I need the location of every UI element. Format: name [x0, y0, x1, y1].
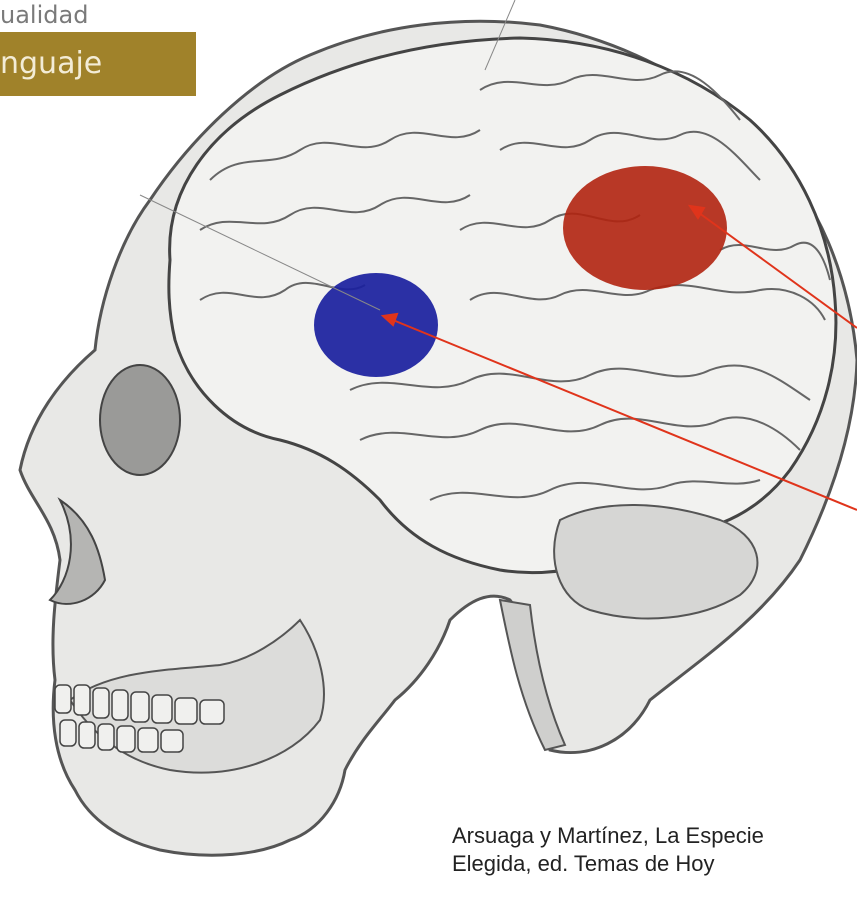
slide-title: nguaje: [0, 44, 102, 84]
wernicke-area: [563, 166, 727, 290]
credit-line-2: Elegida, ed. Temas de Hoy: [452, 850, 764, 878]
credit-line-1: Arsuaga y Martínez, La Especie: [452, 822, 764, 850]
image-credit: Arsuaga y Martínez, La Especie Elegida, …: [452, 822, 764, 878]
section-label: ualidad: [0, 0, 88, 30]
eye-socket: [100, 365, 180, 475]
broca-area: [314, 273, 438, 377]
cerebellum: [554, 505, 757, 618]
